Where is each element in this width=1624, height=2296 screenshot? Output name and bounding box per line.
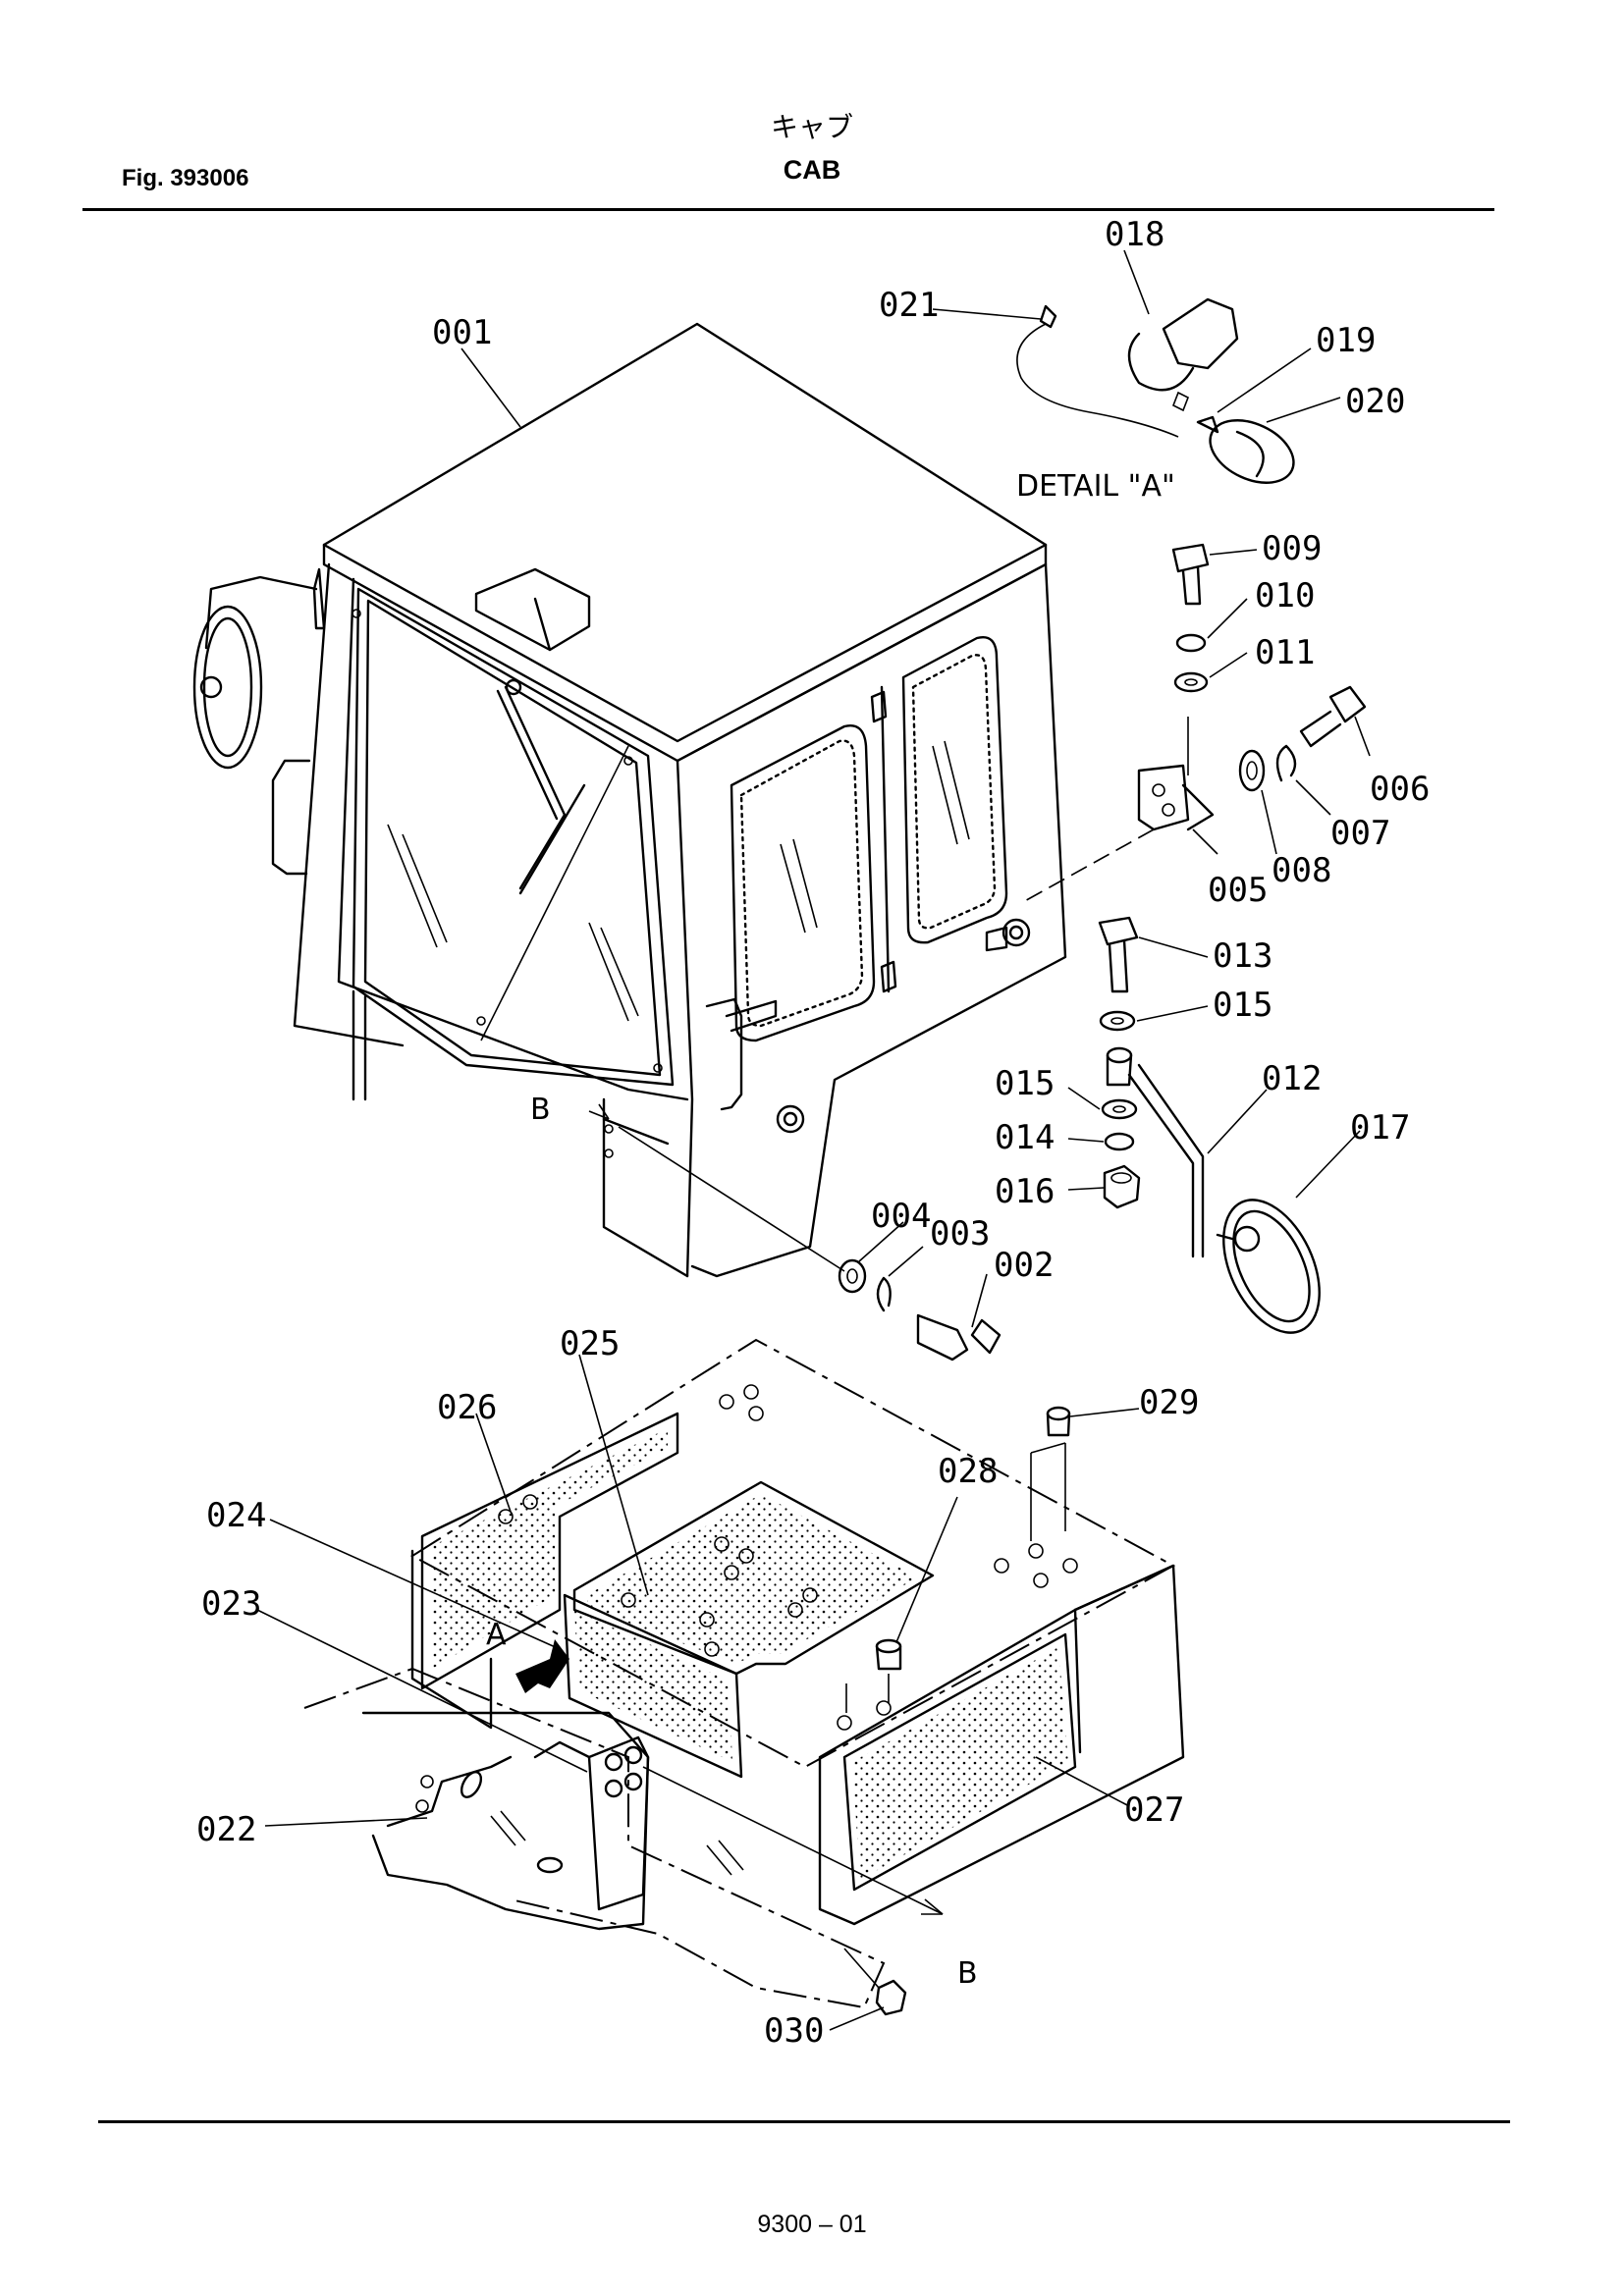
callout-002: 002 xyxy=(994,1246,1054,1285)
callout-020: 020 xyxy=(1345,382,1405,421)
cab-floor-platform xyxy=(303,1338,1185,2016)
callout-024: 024 xyxy=(206,1496,266,1535)
callout-007: 007 xyxy=(1330,814,1390,853)
callout-006: 006 xyxy=(1370,770,1430,809)
callout-013: 013 xyxy=(1213,936,1272,976)
callout-021: 021 xyxy=(879,286,939,325)
cab-body xyxy=(271,322,1067,1278)
callout-004: 004 xyxy=(871,1197,931,1236)
detail-a-beacon xyxy=(1016,297,1295,484)
callout-017: 017 xyxy=(1350,1108,1410,1148)
leader-lines xyxy=(256,249,1371,2031)
callout-015-upper: 015 xyxy=(1213,986,1272,1025)
footer-divider xyxy=(98,2120,1510,2123)
cab-mounting-hardware xyxy=(588,1103,1001,1362)
view-b-marker-lower: B xyxy=(957,1956,978,1991)
title-english: CAB xyxy=(783,155,841,185)
detail-a-label: DETAIL "A" xyxy=(1016,469,1175,504)
callout-030: 030 xyxy=(764,2011,824,2051)
figure-number: Fig. 393006 xyxy=(122,165,249,191)
callout-012: 012 xyxy=(1262,1059,1322,1098)
callout-026: 026 xyxy=(437,1388,497,1427)
callout-023: 023 xyxy=(201,1584,261,1624)
callout-010: 010 xyxy=(1255,576,1315,615)
part-callouts: 001 018 021 019 020 DETAIL "A" 009 010 0… xyxy=(196,215,1430,2051)
callout-011: 011 xyxy=(1255,633,1315,672)
callout-022: 022 xyxy=(196,1810,256,1849)
callout-001: 001 xyxy=(432,313,492,352)
callout-025: 025 xyxy=(560,1324,620,1363)
callout-019: 019 xyxy=(1316,321,1376,360)
callout-008: 008 xyxy=(1272,851,1331,890)
callout-014: 014 xyxy=(995,1118,1055,1157)
callout-003: 003 xyxy=(930,1214,990,1254)
callout-005: 005 xyxy=(1208,871,1268,910)
page-number: 9300 – 01 xyxy=(757,2211,867,2238)
callout-029: 029 xyxy=(1139,1383,1199,1422)
callout-018: 018 xyxy=(1105,215,1164,254)
mirror-bracket-hardware xyxy=(1020,543,1367,904)
callout-009: 009 xyxy=(1262,529,1322,568)
header-divider xyxy=(82,208,1494,211)
title-japanese: キャブ xyxy=(770,111,853,143)
right-mirror-assembly xyxy=(1098,916,1321,1334)
callout-028: 028 xyxy=(938,1452,998,1491)
callout-016: 016 xyxy=(995,1172,1055,1211)
view-a-marker: A xyxy=(486,1618,507,1652)
left-mirror xyxy=(192,567,326,770)
view-b-marker-upper: B xyxy=(530,1093,551,1127)
callout-015-lower: 015 xyxy=(995,1064,1055,1103)
callout-027: 027 xyxy=(1124,1790,1184,1830)
